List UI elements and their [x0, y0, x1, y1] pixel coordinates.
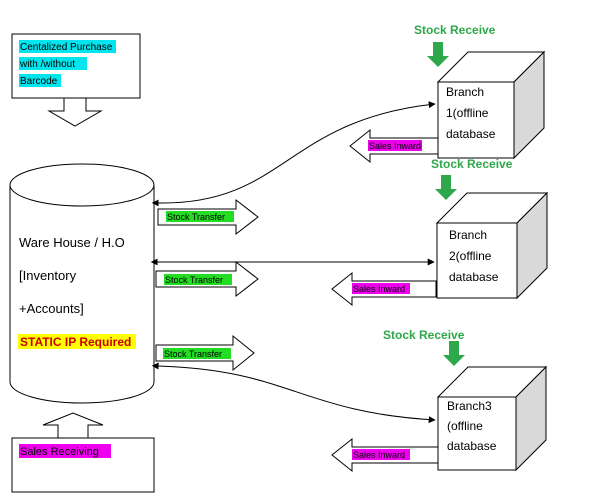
stock-receive-label-2: Stock Receive	[431, 157, 513, 171]
warehouse-line-2: [Inventory	[19, 268, 77, 283]
branch-2-line-2: 2(offline	[449, 249, 492, 263]
purchase-box: Centalized Purchase with /without Barcod…	[11, 33, 141, 99]
connection-branch-1	[151, 101, 436, 207]
branch-2-cube: Branch 2(offline database	[435, 191, 549, 300]
stock-transfer-arrow-2: Stock Transfer	[155, 260, 259, 298]
sales-inward-label-1: Sales Inward	[369, 141, 421, 151]
stock-transfer-label-2: Stock Transfer	[165, 275, 223, 285]
purchase-down-arrow	[47, 97, 103, 127]
branch-2-line-3: database	[449, 270, 499, 284]
sales-inward-label-3: Sales Inward	[353, 450, 405, 460]
green-down-arrow-icon	[427, 42, 449, 67]
branch-1-line-2: 1(offline	[446, 106, 489, 120]
branch-3-cube: Branch3 (offline database	[436, 365, 548, 472]
branch-2-line-1: Branch	[449, 228, 487, 242]
stock-receive-label-1: Stock Receive	[414, 23, 496, 37]
stock-receive-label-3: Stock Receive	[383, 328, 465, 342]
stock-receive-2: Stock Receive	[431, 157, 513, 200]
warehouse-cylinder: Ware House / H.O [Inventory +Accounts] S…	[9, 163, 155, 404]
stock-transfer-arrow-1: Stock Transfer	[157, 198, 259, 236]
green-down-arrow-icon	[443, 341, 465, 366]
warehouse-line-3: +Accounts]	[19, 301, 84, 316]
branch-1-line-3: database	[446, 127, 496, 141]
branch-3-line-2: (offline	[447, 419, 483, 433]
stock-transfer-label-3: Stock Transfer	[164, 349, 222, 359]
purchase-line-3: Barcode	[20, 76, 58, 87]
stock-receive-1: Stock Receive	[414, 23, 496, 67]
sales-inward-arrow-3: Sales Inward	[331, 437, 439, 473]
branch-3-line-3: database	[447, 439, 497, 453]
branch-3-line-1: Branch3	[447, 399, 492, 413]
sales-inward-label-2: Sales Inward	[353, 284, 405, 294]
sales-inward-arrow-2: Sales Inward	[331, 271, 437, 307]
branch-1-cube: Branch 1(offline database	[436, 50, 546, 160]
stock-transfer-arrow-3: Stock Transfer	[155, 334, 255, 372]
green-down-arrow-icon	[435, 175, 457, 200]
warehouse-line-1: Ware House / H.O	[19, 235, 125, 250]
connection-branch-3	[151, 362, 436, 424]
sales-inward-arrow-1: Sales Inward	[349, 128, 439, 164]
purchase-line-2: with /without	[19, 59, 75, 70]
stock-receive-3: Stock Receive	[383, 328, 465, 366]
sales-receiving-label: Sales Receiving	[20, 446, 99, 458]
stock-transfer-label-1: Stock Transfer	[167, 212, 225, 222]
branch-1-line-1: Branch	[446, 85, 484, 99]
purchase-line-1: Centalized Purchase	[20, 42, 113, 53]
sales-receiving-box: Sales Receiving	[11, 437, 155, 493]
sales-up-arrow	[42, 412, 104, 439]
static-ip-label: STATIC IP Required	[20, 335, 131, 349]
